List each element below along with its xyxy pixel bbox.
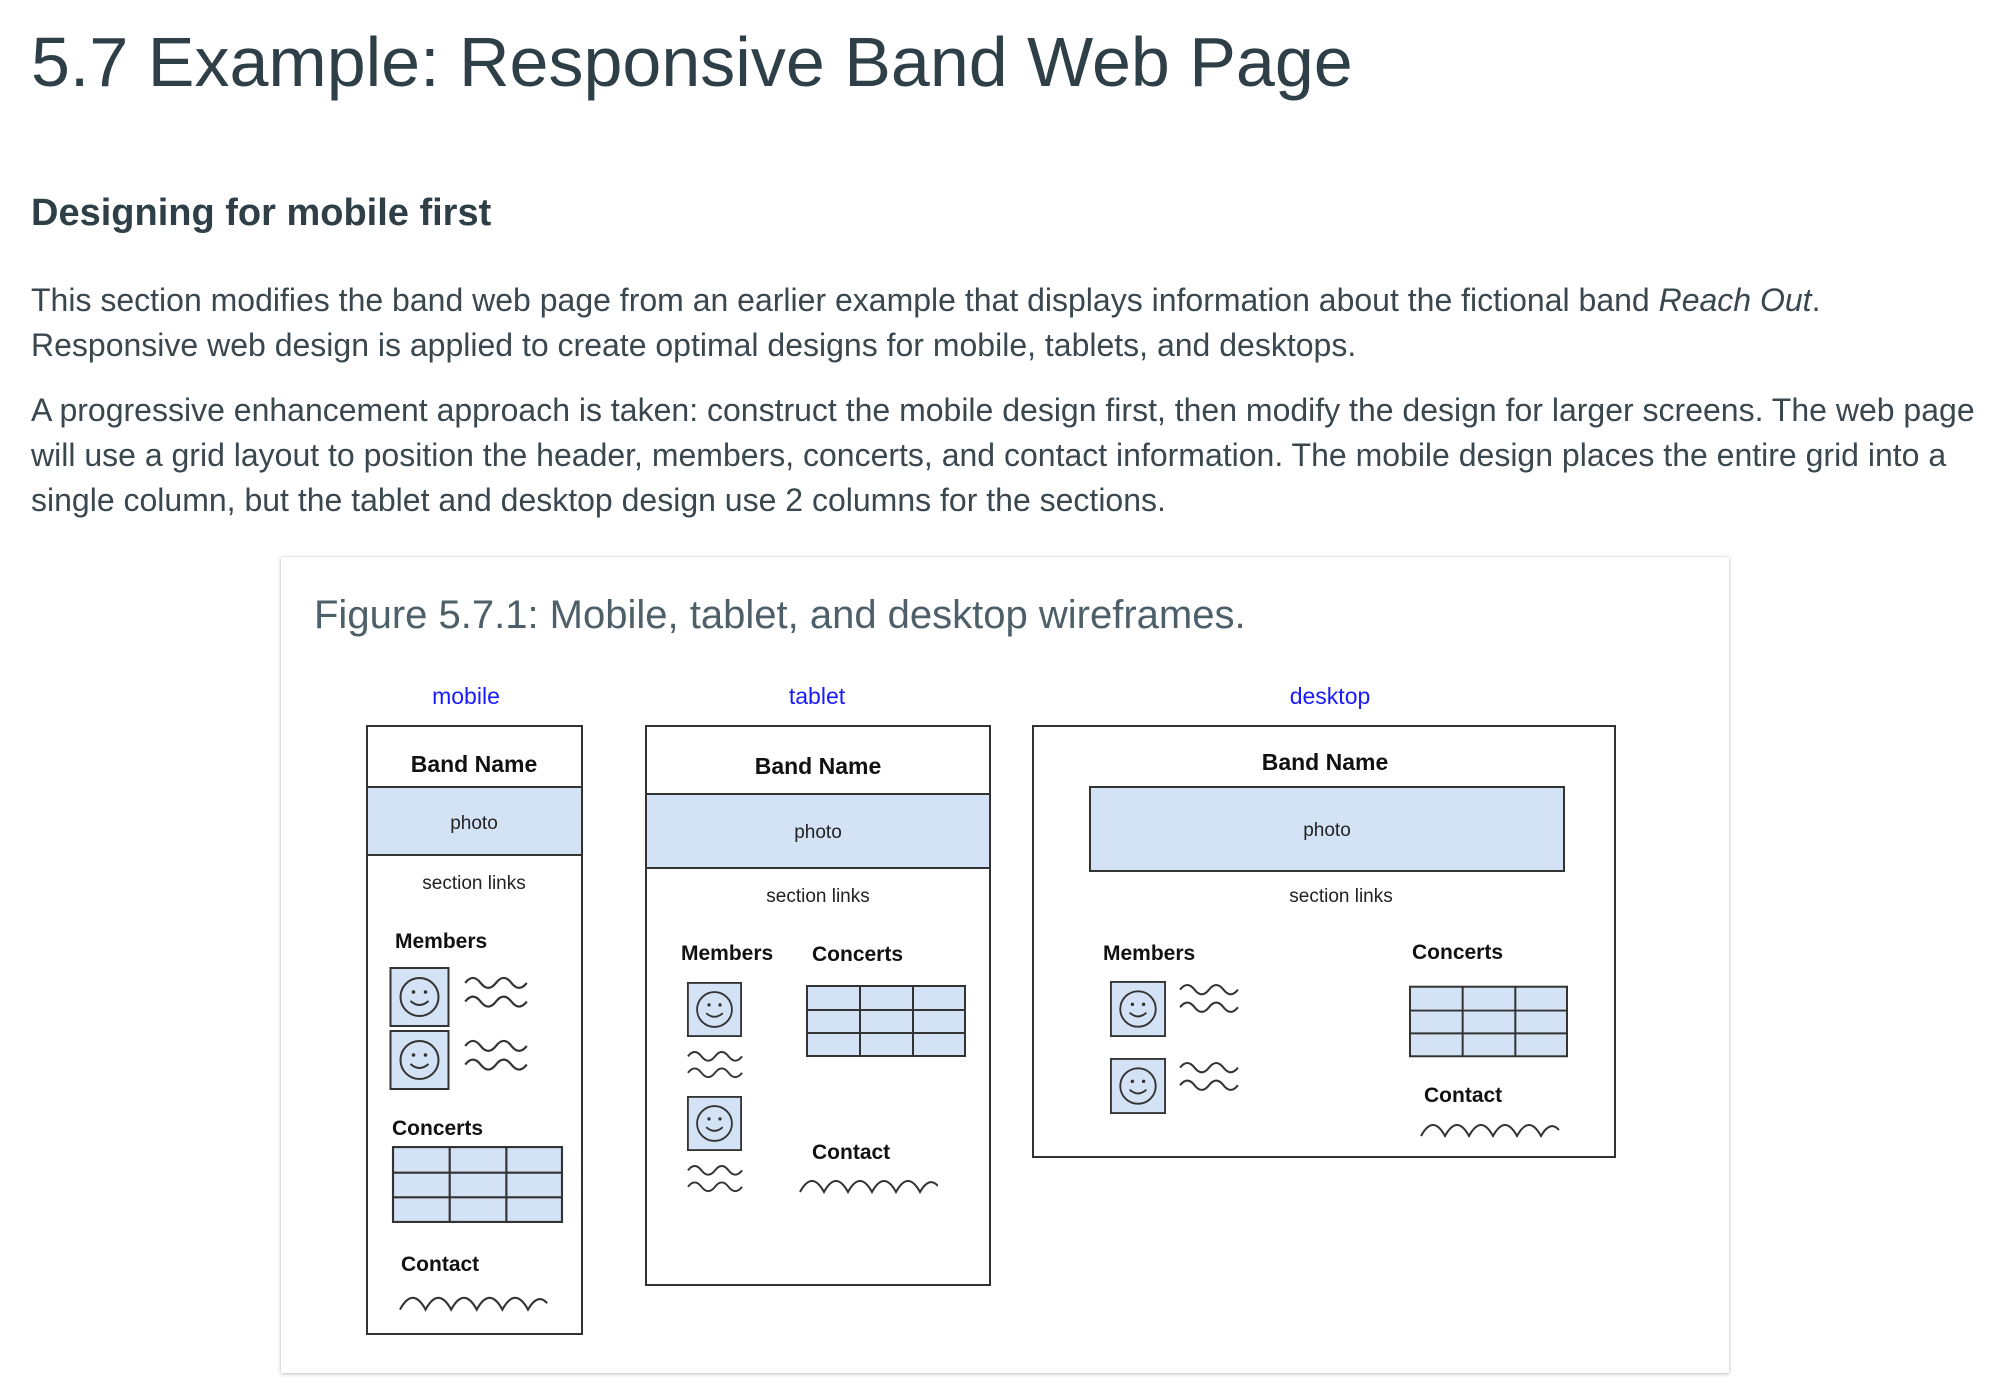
mobile-photo-label: photo [450,813,498,834]
desktop-band-name: Band Name [1262,749,1389,775]
tablet-section-links: section links [766,886,870,907]
mobile-section-links: section links [422,873,526,894]
tablet-member-photo-icon [687,1096,742,1151]
mobile-band-name: Band Name [411,751,538,777]
tablet-photo-label: photo [794,822,842,843]
desktop-contact-heading: Contact [1424,1084,1502,1107]
desktop-label: desktop [1290,683,1371,709]
tablet-wireframe: tablet Band Name photo section links Mem… [645,683,991,1286]
mobile-member-photo-icon [389,967,450,1027]
mobile-wireframe: mobile Band Name photo section links Mem… [366,683,583,1335]
tablet-band-name: Band Name [755,753,882,779]
desktop-concerts-table [1409,985,1568,1058]
tablet-concerts-heading: Concerts [812,943,903,966]
section-heading: Designing for mobile first [31,192,492,234]
tablet-members-heading: Members [681,942,773,965]
desktop-concerts-heading: Concerts [1412,941,1503,964]
mobile-concerts-table [391,1146,564,1223]
tablet-member-photo-icon [687,982,742,1037]
tablet-contact-heading: Contact [812,1141,890,1164]
intro-text-end: . Responsive web design is applied to cr… [31,282,1821,363]
band-name-emphasis: Reach Out [1658,282,1812,318]
desktop-member-photo-icon [1110,981,1166,1037]
approach-paragraph: A progressive enhancement approach is ta… [31,392,1975,518]
desktop-members-heading: Members [1103,942,1195,965]
desktop-photo-box [1089,786,1565,872]
tablet-concerts-table [806,984,966,1058]
tablet-photo-box [645,793,991,869]
mobile-member-photo-icon [389,1030,450,1090]
tablet-label: tablet [789,683,846,709]
mobile-contact-heading: Contact [401,1253,479,1276]
mobile-members-heading: Members [395,930,487,953]
page-title: 5.7 Example: Responsive Band Web Page [31,23,1353,101]
mobile-photo-box [366,786,583,856]
mobile-concerts-heading: Concerts [392,1117,483,1140]
mobile-label: mobile [432,683,500,709]
desktop-member-photo-icon [1110,1058,1166,1114]
desktop-photo-label: photo [1303,820,1351,841]
intro-paragraph: This section modifies the band web page … [31,278,1991,368]
desktop-section-links: section links [1289,886,1393,907]
figure-caption: Figure 5.7.1: Mobile, tablet, and deskto… [314,593,1246,637]
desktop-wireframe: desktop Band Name photo section links Me… [1032,683,1616,1158]
intro-text-start: This section modifies the band web page … [31,282,1659,318]
